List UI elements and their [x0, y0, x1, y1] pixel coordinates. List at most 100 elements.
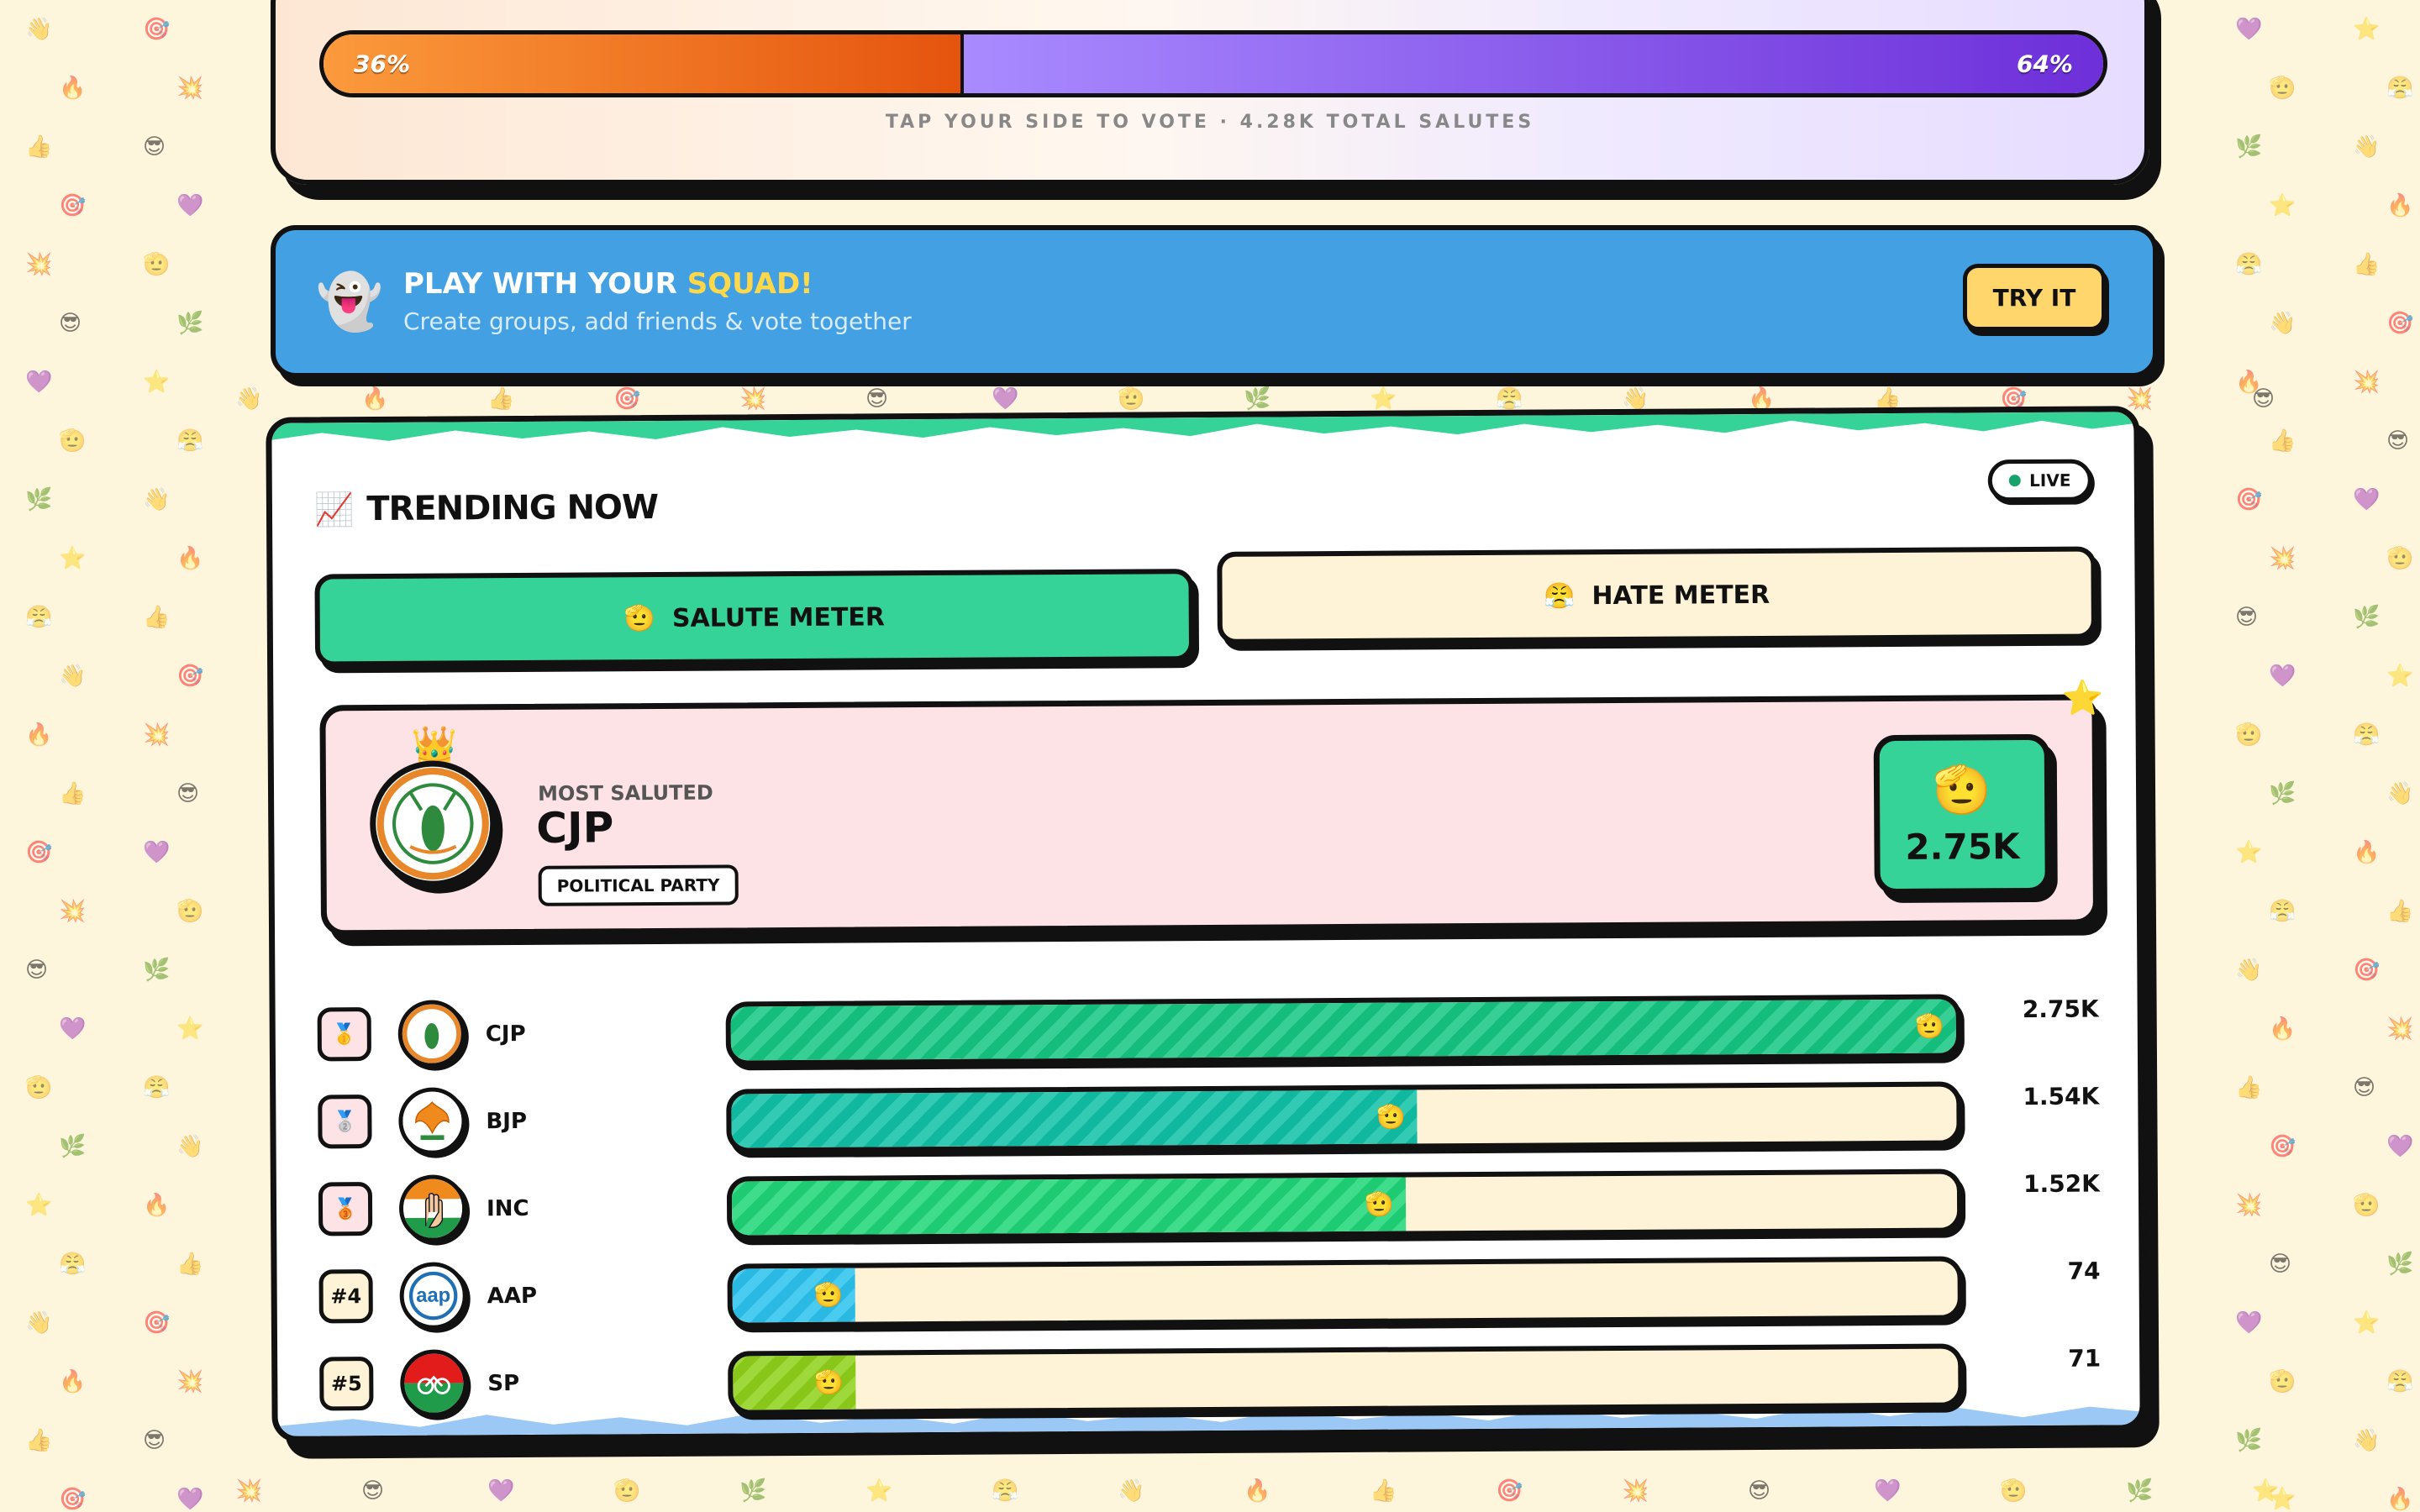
- salute-bar-track: 🫡: [726, 1081, 1962, 1153]
- background-emoji: 🎯: [59, 193, 87, 218]
- background-emoji: 🫡: [2269, 1369, 2296, 1394]
- background-emoji: 💜: [25, 370, 53, 395]
- party-name: AAP: [487, 1283, 538, 1310]
- background-emoji: 👍: [59, 781, 87, 806]
- salute-bar-track: 🫡: [726, 1168, 1963, 1241]
- background-emoji: 🌿: [2126, 1478, 2154, 1504]
- background-emoji: 🌿: [2235, 134, 2263, 160]
- background-emoji: 😤: [2353, 722, 2381, 748]
- chart-up-icon: 📈: [313, 491, 354, 528]
- background-emoji: ⭐: [143, 370, 171, 395]
- background-emoji: 🌿: [2235, 1428, 2263, 1453]
- background-emoji: 🔥: [59, 76, 87, 101]
- background-emoji: 🔥: [361, 386, 389, 412]
- background-emoji: 💥: [2353, 370, 2381, 395]
- salute-count: 2.75K: [2022, 995, 2099, 1024]
- background-emoji: 👍: [2269, 428, 2296, 454]
- salute-icon: 🫡: [1914, 1012, 1944, 1041]
- background-emoji: 👍: [25, 134, 53, 160]
- background-emoji: 🔥: [2386, 1487, 2414, 1512]
- background-emoji: 😎: [59, 311, 82, 336]
- background-emoji: 🫡: [25, 1075, 53, 1100]
- party-name: BJP: [486, 1108, 528, 1135]
- squad-title-prefix: PLAY WITH YOUR: [403, 267, 677, 301]
- vote-card: 36% 64% TAP YOUR SIDE TO VOTE · 4.28K TO…: [271, 0, 2149, 185]
- party-logo: aap: [399, 1262, 467, 1330]
- background-emoji: 😎: [25, 958, 49, 983]
- background-emoji: 👋: [2386, 781, 2414, 806]
- background-emoji: 😎: [361, 1478, 385, 1504]
- background-emoji: 👋: [1118, 1478, 1145, 1504]
- trending-title: 📈TRENDING NOW: [314, 488, 658, 528]
- tab-salute-meter[interactable]: 🫡 SALUTE METER: [314, 569, 1195, 667]
- rank-badge: #4: [318, 1269, 373, 1324]
- salute-icon: 🫡: [813, 1281, 844, 1310]
- leaderboard-row[interactable]: 🥈BJP🫡1.54K: [318, 1070, 2108, 1168]
- background-emoji: 🎯: [2235, 487, 2263, 512]
- background-emoji: 💜: [992, 386, 1019, 412]
- background-emoji: 💥: [2269, 546, 2296, 571]
- background-emoji: 💜: [2269, 664, 2296, 689]
- background-emoji: 👍: [487, 386, 515, 412]
- angry-face-icon: 😤: [1543, 580, 1576, 612]
- background-emoji: 👋: [2353, 1428, 2381, 1453]
- live-badge: LIVE: [1987, 459, 2092, 502]
- background-emoji: 👍: [1370, 1478, 1397, 1504]
- background-emoji: 😎: [2386, 428, 2410, 454]
- background-emoji: 💥: [1622, 1478, 1649, 1504]
- try-it-button[interactable]: TRY IT: [1963, 264, 2106, 331]
- background-emoji: 💜: [2353, 487, 2381, 512]
- background-emoji: ⭐: [2353, 1310, 2381, 1336]
- background-emoji: 💜: [1874, 1478, 1902, 1504]
- background-emoji: 💜: [176, 193, 204, 218]
- background-emoji: 😤: [2386, 1369, 2414, 1394]
- background-emoji: 😤: [25, 605, 53, 630]
- rank-badge: #5: [319, 1357, 374, 1411]
- leaderboard-row[interactable]: 🥉INC🫡1.52K: [318, 1158, 2109, 1256]
- tab-hate-label: HATE METER: [1591, 580, 1770, 611]
- background-emoji: ⭐: [865, 1478, 893, 1504]
- vote-right-side[interactable]: 64%: [964, 34, 2103, 93]
- background-emoji: 😎: [2235, 605, 2259, 630]
- background-emoji: 🌿: [2386, 1252, 2414, 1277]
- background-emoji: 💜: [2235, 1310, 2263, 1336]
- background-emoji: 👋: [59, 664, 87, 689]
- squad-banner[interactable]: 👻 PLAY WITH YOUR SQUAD! Create groups, a…: [271, 225, 2158, 378]
- background-emoji: 🎯: [59, 1487, 87, 1512]
- background-emoji: 🎯: [25, 840, 53, 865]
- leaderboard-row[interactable]: 🥇CJP🫡2.75K: [317, 983, 2107, 1081]
- vote-left-side[interactable]: 36%: [324, 34, 965, 93]
- background-emoji: 🎯: [2386, 311, 2414, 336]
- background-emoji: 🫡: [2235, 722, 2263, 748]
- tab-hate-meter[interactable]: 😤 HATE METER: [1217, 546, 2096, 644]
- background-emoji: 💜: [487, 1478, 515, 1504]
- background-emoji: 🎯: [2353, 958, 2381, 983]
- salute-bar-track: 🫡: [725, 994, 1961, 1066]
- background-emoji: 😤: [176, 428, 204, 454]
- background-emoji: 💜: [176, 1487, 204, 1512]
- party-name: INC: [486, 1195, 529, 1222]
- vote-left-percent: 36%: [354, 50, 411, 78]
- vote-split-bar[interactable]: 36% 64%: [319, 30, 2107, 97]
- salute-icon: 🫡: [623, 603, 656, 633]
- background-emoji: ⭐: [2252, 1478, 2280, 1504]
- vote-hint-text: TAP YOUR SIDE TO VOTE · 4.28K TOTAL SALU…: [885, 112, 1535, 133]
- background-emoji: 👋: [235, 386, 263, 412]
- background-emoji: 💜: [2235, 17, 2263, 42]
- background-emoji: 😤: [59, 1252, 87, 1277]
- wave-top-decoration: [271, 412, 2134, 441]
- most-saluted-card[interactable]: 👑 MOST SALUTED CJP POLITICAL PARTY 🫡 2.7…: [319, 679, 2104, 937]
- background-emoji: 🎯: [143, 17, 171, 42]
- background-emoji: 👋: [176, 1134, 204, 1159]
- background-emoji: 💥: [25, 252, 53, 277]
- background-emoji: 💥: [2126, 386, 2154, 412]
- background-emoji: 💜: [59, 1016, 87, 1042]
- medal-icon: 🥉: [318, 1182, 373, 1236]
- background-emoji: 🎯: [176, 664, 204, 689]
- background-emoji: 🔥: [2269, 1016, 2296, 1042]
- background-emoji: 👋: [25, 1310, 53, 1336]
- background-emoji: 👋: [25, 17, 53, 42]
